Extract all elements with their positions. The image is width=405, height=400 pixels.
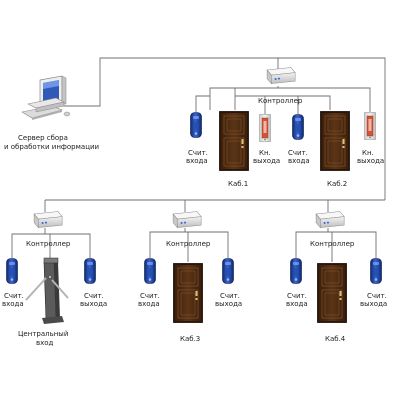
left-reader-out-icon xyxy=(84,258,96,284)
top-door2-icon xyxy=(320,110,350,172)
right-door-icon xyxy=(317,262,347,324)
top-exit-button2-icon xyxy=(364,112,376,140)
right-group: Контроллер Счит. входа Каб.4 Счит. выход… xyxy=(286,211,387,343)
left-controller-icon xyxy=(33,211,63,229)
left-group: Контроллер Счит. входа Центральный вход … xyxy=(2,211,107,347)
top-exit1-label-line2: выхода xyxy=(253,157,280,165)
left-fan-b xyxy=(45,233,91,258)
right-reader-in-icon xyxy=(290,258,302,284)
middle-controller-icon xyxy=(172,211,202,229)
right-reader-out-icon xyxy=(370,258,382,284)
top-fan-a xyxy=(209,86,279,110)
top-reader2-label-line2: входа xyxy=(288,157,310,165)
server-computer: Сервер сбора и обработки информации xyxy=(4,75,99,151)
top-reader2-icon xyxy=(292,114,304,140)
right-controller-label: Контроллер xyxy=(310,240,355,248)
right-controller-icon xyxy=(315,211,345,229)
top-reader1-label-line1: Счит. xyxy=(188,149,208,157)
mouse-icon xyxy=(63,111,71,117)
left-reader-out-label-line2: выхода xyxy=(80,300,107,308)
top-controller-icon xyxy=(266,67,296,85)
middle-door-label: Каб.3 xyxy=(180,335,200,343)
left-reader-in-icon xyxy=(6,258,18,284)
right-reader-in-label-line2: входа xyxy=(286,300,308,308)
top-controller-label: Контроллер xyxy=(258,97,303,105)
top-fan-f xyxy=(235,95,331,110)
left-reader-out-label-line1: Счит. xyxy=(84,292,104,300)
right-reader-in-label-line1: Счит. xyxy=(287,292,307,300)
right-reader-out-label-line1: Счит. xyxy=(367,292,387,300)
middle-door-icon xyxy=(173,262,203,324)
top-group: Контроллер Счит. входа Каб.1 Кн. выхода … xyxy=(186,67,384,188)
middle-reader-out-label-line1: Счит. xyxy=(220,292,240,300)
left-controller-label: Контроллер xyxy=(26,240,71,248)
top-reader2-label-line1: Счит. xyxy=(288,149,308,157)
middle-reader-in-label-line1: Счит. xyxy=(140,292,160,300)
top-door1-label: Каб.1 xyxy=(228,180,248,188)
right-reader-out-label-line2: выхода xyxy=(360,300,387,308)
right-fan-b xyxy=(328,231,377,258)
top-exit1-label-line1: Кн. xyxy=(259,149,271,157)
turnstile-icon xyxy=(25,257,69,324)
left-reader-in-label-line1: Счит. xyxy=(4,292,24,300)
top-fan-b xyxy=(278,87,371,112)
server-label-line1: Сервер сбора xyxy=(18,134,68,142)
right-door-label: Каб.4 xyxy=(325,335,346,343)
server-label-line2: и обработки информации xyxy=(4,143,99,151)
middle-fan-b xyxy=(185,231,229,258)
middle-fan-a xyxy=(149,228,186,258)
top-reader1-label-line2: входа xyxy=(186,157,208,165)
middle-reader-out-label-line2: выхода xyxy=(215,300,242,308)
middle-reader-in-icon xyxy=(144,258,156,284)
top-door2-label: Каб.2 xyxy=(327,180,347,188)
turnstile-label-line1: Центральный xyxy=(18,330,68,338)
turnstile-label-line2: вход xyxy=(36,339,54,347)
middle-group: Контроллер Счит. входа Каб.3 Счит. выход… xyxy=(138,211,242,343)
top-exit2-label-line1: Кн. xyxy=(362,149,374,157)
middle-reader-in-label-line2: входа xyxy=(138,300,160,308)
wiring xyxy=(11,57,386,262)
top-exit-button1-icon xyxy=(259,114,271,142)
top-door1-icon xyxy=(219,110,249,172)
system-unit-icon xyxy=(27,97,65,113)
left-reader-in-label-line2: входа xyxy=(2,300,24,308)
top-exit2-label-line2: выхода xyxy=(357,157,384,165)
backbone-wire xyxy=(58,57,386,200)
middle-controller-label: Контроллер xyxy=(166,240,211,248)
right-fan-a xyxy=(295,228,329,258)
top-fan-c xyxy=(195,95,210,112)
middle-reader-out-icon xyxy=(222,258,234,284)
top-reader1-icon xyxy=(190,112,202,138)
left-fan-a xyxy=(11,228,46,258)
